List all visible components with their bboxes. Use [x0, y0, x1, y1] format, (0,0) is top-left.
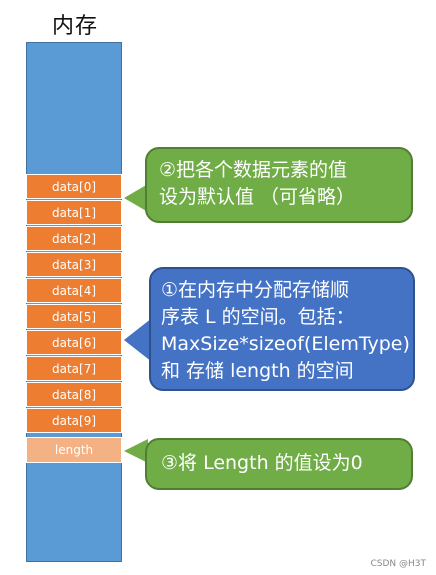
- callout-line: 和 存储 length 的空间: [161, 360, 354, 382]
- data-cell-1: data[1]: [26, 200, 122, 225]
- data-cell-7: data[7]: [26, 356, 122, 381]
- callout-line: 序表 L 的空间。包括：: [161, 306, 355, 328]
- length-cell: length: [26, 437, 122, 463]
- data-cell-6: data[6]: [26, 330, 122, 355]
- callout-box: ②把各个数据元素的值 设为默认值 （可省略）: [145, 147, 413, 223]
- callout-pointer: [124, 184, 148, 212]
- callout-pointer: [124, 439, 148, 463]
- data-cell-3: data[3]: [26, 252, 122, 277]
- callout-line: MaxSize*sizeof(ElemType): [161, 333, 410, 355]
- data-cell-9: data[9]: [26, 408, 122, 433]
- callout-box: ①在内存中分配存储顺 序表 L 的空间。包括： MaxSize*sizeof(E…: [149, 267, 415, 391]
- data-cell-2: data[2]: [26, 226, 122, 251]
- callout-line: ②把各个数据元素的值: [159, 159, 348, 181]
- data-cell-4: data[4]: [26, 278, 122, 303]
- memory-title: 内存: [51, 14, 98, 39]
- callout-box: ③将 Length 的值设为0: [145, 438, 413, 490]
- data-cell-8: data[8]: [26, 382, 122, 407]
- callout-line: ①在内存中分配存储顺: [161, 279, 350, 301]
- callout-line: ③将 Length 的值设为0: [161, 452, 363, 474]
- callout-pointer: [124, 318, 152, 362]
- watermark: CSDN @H3T: [370, 559, 426, 569]
- data-cell-0: data[0]: [26, 174, 122, 199]
- data-cell-5: data[5]: [26, 304, 122, 329]
- callout-line: 设为默认值 （可省略）: [159, 186, 356, 208]
